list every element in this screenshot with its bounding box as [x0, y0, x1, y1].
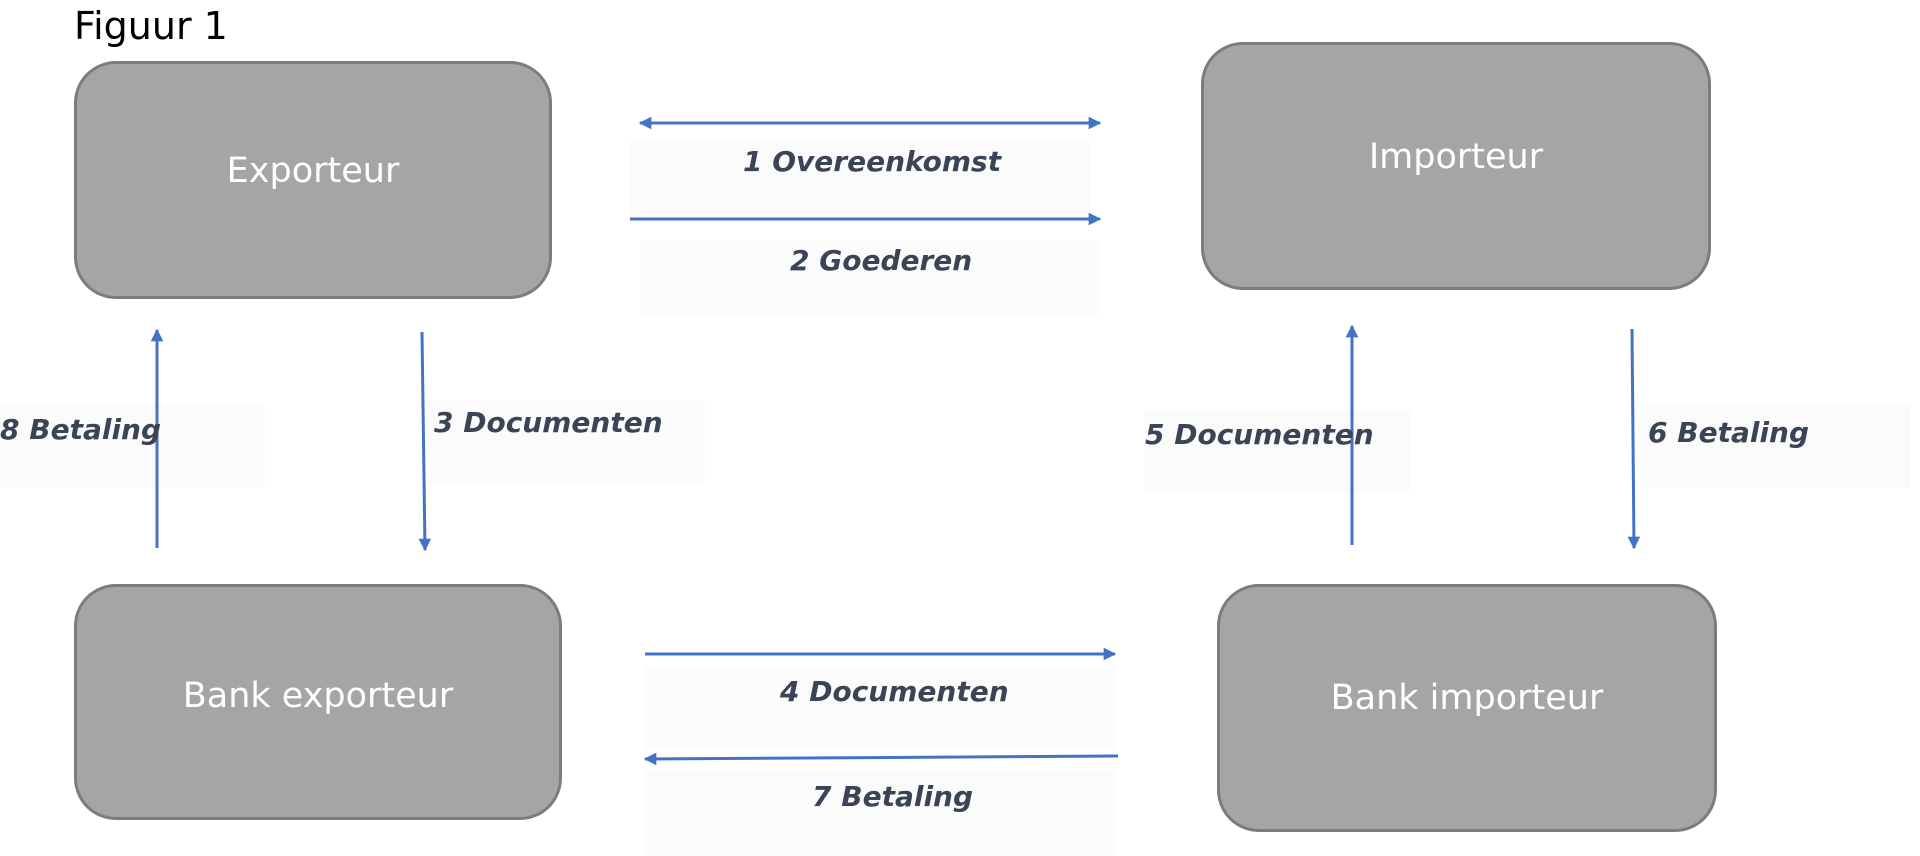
- label-background: [1145, 410, 1410, 492]
- arrow-betaling-6: [1627, 328, 1641, 550]
- flow-label-goederen: 2 Goederen: [790, 244, 973, 277]
- label-background: [645, 770, 1115, 856]
- arrow-documenten-3: [418, 331, 432, 552]
- flow-label-documenten-3: 3 Documenten: [434, 406, 663, 439]
- flow-label-betaling-8: 8 Betaling: [0, 413, 162, 446]
- flow-label-betaling-7: 7 Betaling: [812, 780, 974, 813]
- label-background: [430, 400, 705, 482]
- node-label: Bank exporteur: [182, 676, 454, 716]
- node-label: Exporteur: [226, 151, 400, 191]
- node-bank-importeur: Bank importeur: [1217, 584, 1717, 832]
- node-label: Bank importeur: [1330, 678, 1604, 718]
- node-importeur: Importeur: [1201, 42, 1711, 290]
- label-background: [640, 240, 1100, 315]
- label-background: [0, 405, 265, 487]
- flow-label-overeenkomst: 1 Overeenkomst: [743, 145, 1002, 178]
- figure-title: Figuur 1: [74, 4, 228, 48]
- label-background: [1640, 405, 1910, 487]
- node-label: Importeur: [1368, 137, 1544, 177]
- flow-label-documenten-4: 4 Documenten: [780, 675, 1009, 708]
- node-exporteur: Exporteur: [74, 61, 552, 299]
- label-background: [645, 668, 1115, 748]
- label-background: [630, 140, 1090, 220]
- flow-label-documenten-5: 5 Documenten: [1145, 418, 1374, 451]
- arrow-betaling-7: [643, 752, 1119, 766]
- flow-label-betaling-6: 6 Betaling: [1648, 416, 1810, 449]
- node-bank-exporteur: Bank exporteur: [74, 584, 562, 820]
